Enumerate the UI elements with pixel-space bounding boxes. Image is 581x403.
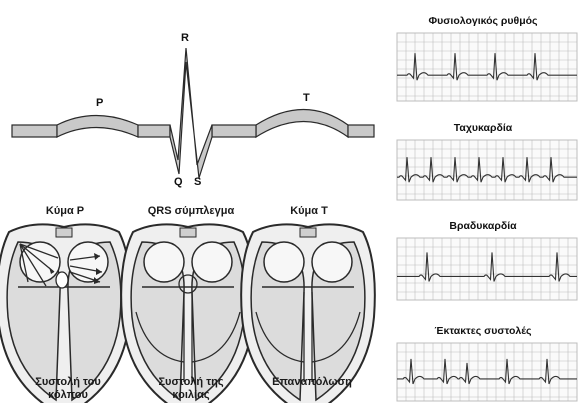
rhythm-strip-extrasystoles bbox=[397, 343, 577, 401]
rhythm-strip-bradycardia bbox=[397, 238, 577, 300]
ecg-grid-lines bbox=[397, 343, 577, 401]
ecg-grid-lines bbox=[397, 33, 577, 101]
rhythm-strip-normal bbox=[397, 33, 577, 101]
ecg-grid-lines bbox=[397, 238, 577, 300]
rhythm-strip-tachycardia bbox=[397, 140, 577, 200]
